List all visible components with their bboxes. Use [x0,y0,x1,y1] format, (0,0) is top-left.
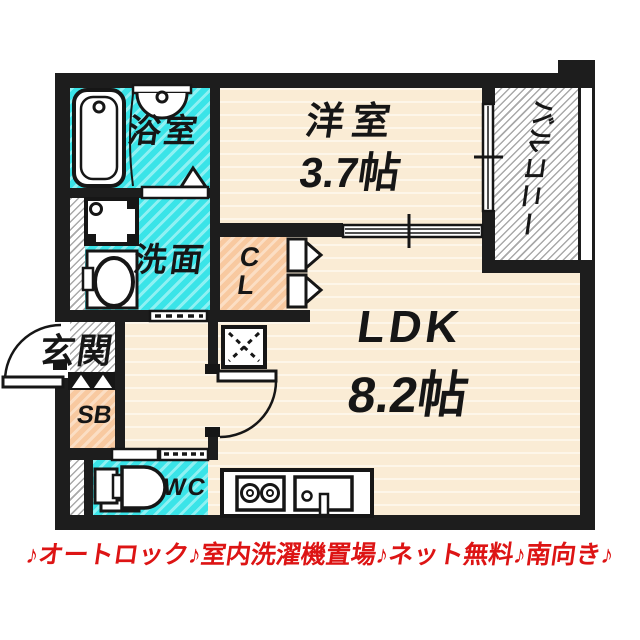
ldk-size: 8.2帖 [344,367,472,423]
ldk-label: LDK [354,301,466,352]
wall [208,322,218,372]
wall [208,430,218,460]
shoe-box-floor [70,390,115,448]
wall-bottom [55,515,595,530]
wall [482,210,495,273]
wall [84,460,93,515]
wall [210,310,310,322]
wall [482,73,495,105]
wall [55,448,208,460]
wall [210,223,343,237]
wall-left [55,73,70,530]
shoe-box-label: SB [75,401,114,429]
wall [70,188,210,198]
entrance-label: 玄関 [37,332,117,371]
wall-top [55,73,595,88]
wall [55,310,220,322]
western-room-size: 3.7帖 [296,149,404,196]
western-room-label: 洋室 [303,101,401,143]
wall [210,73,220,322]
closet-floor [220,237,287,310]
balcony-railing [578,88,595,260]
washroom-label: 洗面 [131,241,209,278]
wall [115,322,125,448]
washroom-duct-hatch [70,198,85,310]
wc-label: WC [161,474,209,501]
bath-label: 浴室 [125,112,203,149]
wall-balcony-bottom [482,260,595,273]
features-banner: ♪オートロック♪室内洗濯機置場♪ネット無料♪南向き♪ [23,541,616,569]
wc-duct-hatch [70,460,84,515]
balcony-floor [493,88,578,260]
entrance-floor [70,322,115,372]
